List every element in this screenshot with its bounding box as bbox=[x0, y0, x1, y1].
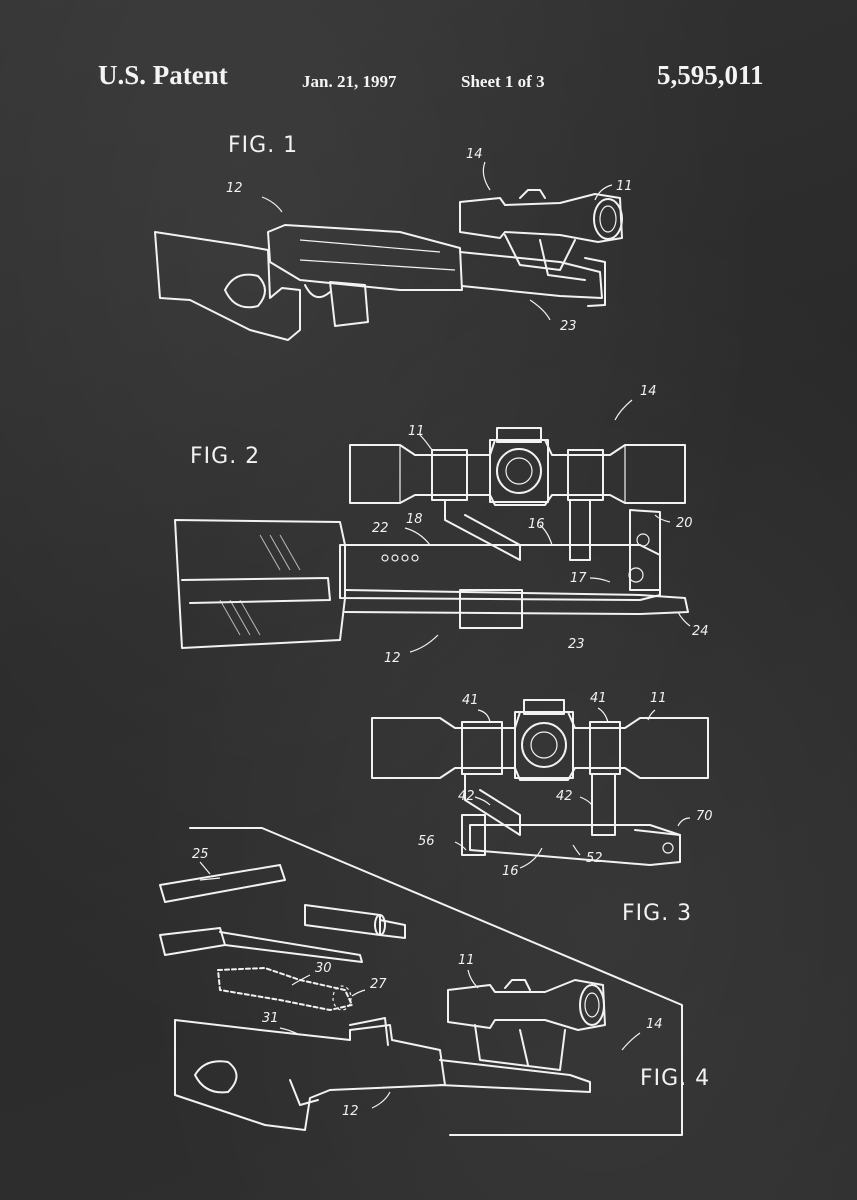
ref-fig3-41b: 41 bbox=[590, 691, 607, 706]
ref-fig2-17: 17 bbox=[570, 571, 587, 586]
fig2-mount-drawing bbox=[174, 399, 691, 653]
ref-fig4-11: 11 bbox=[458, 953, 475, 968]
ref-fig4-14: 14 bbox=[646, 1017, 663, 1032]
ref-fig4-12: 12 bbox=[342, 1104, 359, 1119]
fig3-mount-drawing bbox=[371, 699, 709, 869]
fig4-label: FIG. 4 bbox=[640, 1066, 710, 1091]
ref-fig3-42a: 42 bbox=[458, 789, 475, 804]
ref-fig2-14: 14 bbox=[640, 384, 657, 399]
ref-fig4-25: 25 bbox=[192, 847, 209, 862]
patent-title: U.S. Patent bbox=[98, 60, 228, 90]
ref-fig3-41a: 41 bbox=[462, 693, 479, 708]
ref-fig4-27: 27 bbox=[370, 977, 387, 992]
ref-fig3-70: 70 bbox=[696, 809, 713, 824]
ref-fig1-11: 11 bbox=[616, 179, 633, 194]
ref-fig2-20: 20 bbox=[676, 516, 693, 531]
ref-fig2-11: 11 bbox=[408, 424, 425, 439]
ref-fig2-18: 18 bbox=[406, 512, 423, 527]
ref-fig3-42b: 42 bbox=[556, 789, 573, 804]
fig4-assembly-drawing bbox=[159, 827, 683, 1136]
ref-fig2-22: 22 bbox=[372, 521, 389, 536]
ref-fig4-31: 31 bbox=[262, 1011, 279, 1026]
patent-date: Jan. 21, 1997 bbox=[302, 72, 397, 91]
fig1-rifle-drawing bbox=[154, 161, 623, 341]
sheet-number: Sheet 1 of 3 bbox=[461, 72, 545, 91]
ref-fig3-11: 11 bbox=[650, 691, 667, 706]
ref-fig2-23: 23 bbox=[568, 637, 585, 652]
ref-fig1-14: 14 bbox=[466, 147, 483, 162]
fig3-label: FIG. 3 bbox=[622, 901, 692, 926]
ref-fig3-52: 52 bbox=[586, 851, 603, 866]
ref-fig4-30: 30 bbox=[315, 961, 332, 976]
ref-fig2-16: 16 bbox=[528, 517, 545, 532]
ref-fig1-12: 12 bbox=[226, 181, 243, 196]
patent-number: 5,595,011 bbox=[657, 60, 764, 90]
fig1-label: FIG. 1 bbox=[228, 133, 298, 158]
ref-fig1-23: 23 bbox=[560, 319, 577, 334]
ref-fig2-12: 12 bbox=[384, 651, 401, 666]
fig2-label: FIG. 2 bbox=[190, 444, 260, 469]
ref-fig3-16: 16 bbox=[502, 864, 519, 879]
ref-fig2-24: 24 bbox=[692, 624, 709, 639]
ref-fig3-56: 56 bbox=[418, 834, 435, 849]
